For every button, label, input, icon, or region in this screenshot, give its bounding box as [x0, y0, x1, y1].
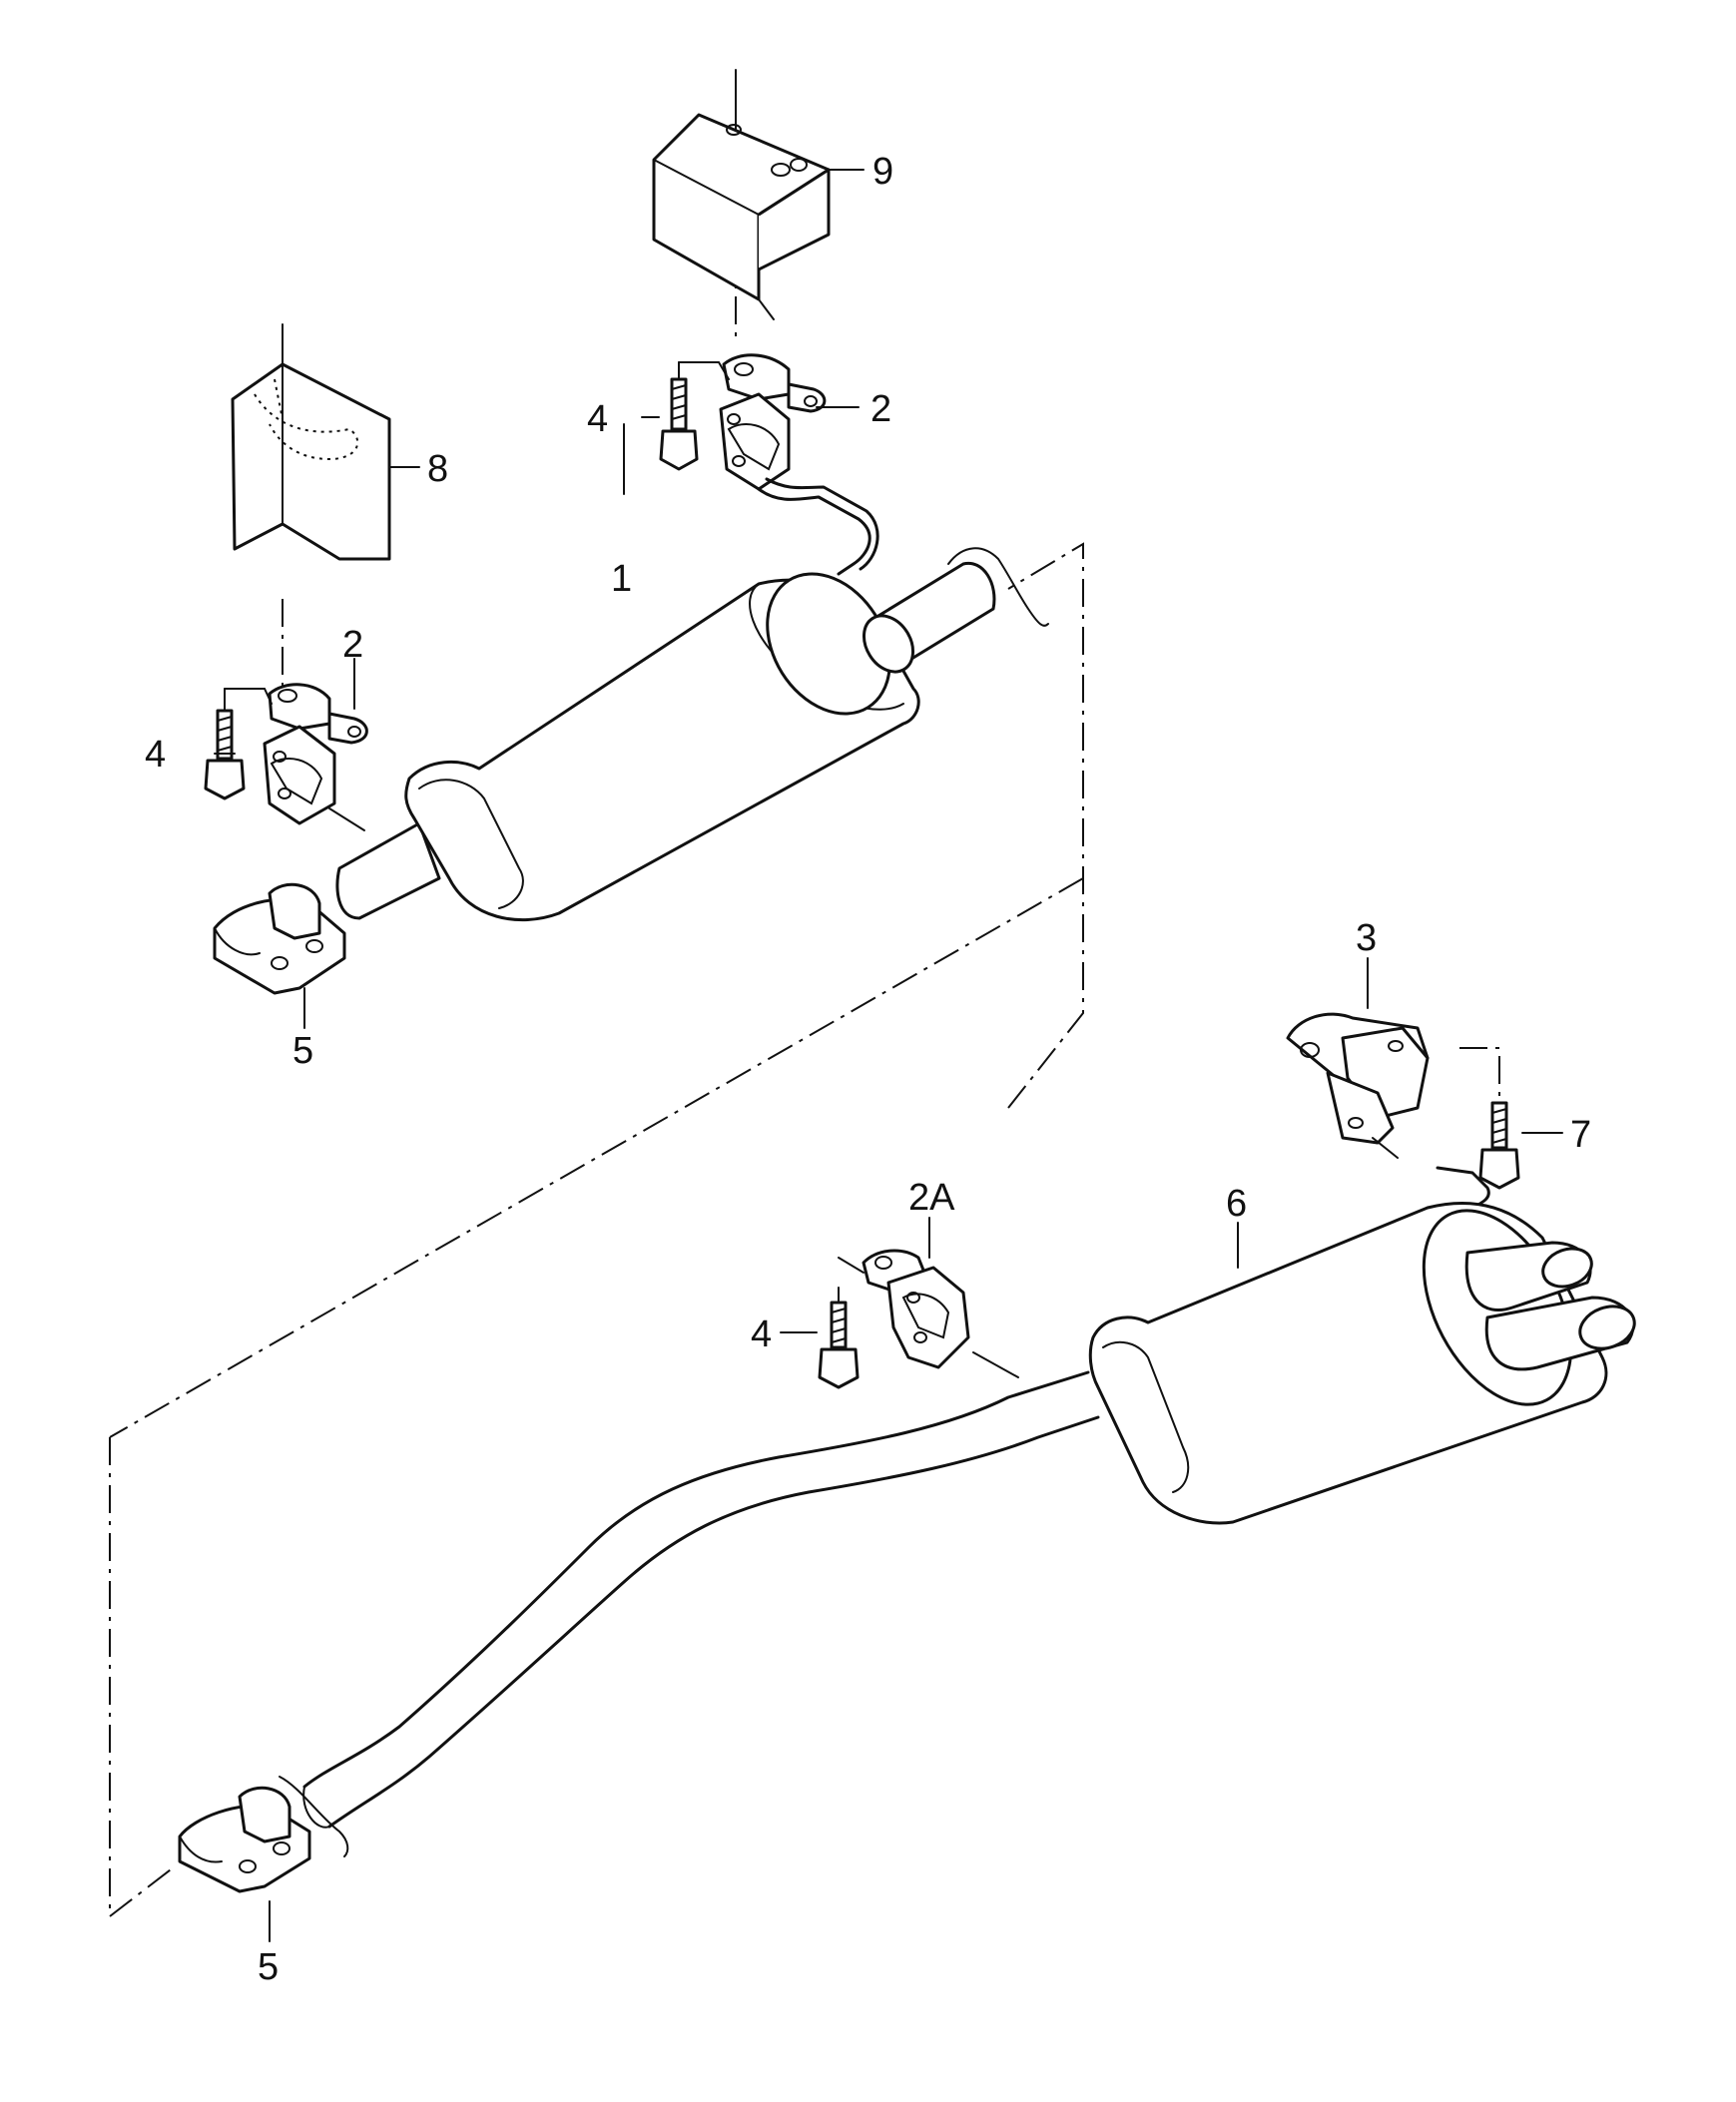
rubber-hanger-part-2-upper [678, 353, 827, 491]
clamp-part-5-bottom [178, 1786, 311, 1893]
callout-2-top: 2 [870, 388, 891, 430]
rear-hanger-bracket-part-3 [1286, 1012, 1430, 1159]
rubber-hanger-part-2-left [224, 683, 368, 825]
bolt-part-4-upper [659, 361, 699, 471]
heat-shield-part-8 [231, 323, 391, 561]
callout-5-top: 5 [292, 1030, 313, 1072]
bolt-part-7 [1478, 1101, 1520, 1190]
callout-labels: 9 2 4 8 1 2 4 5 3 7 2A 6 4 5 [145, 151, 1591, 1988]
callout-6: 6 [1226, 1183, 1247, 1225]
callout-3: 3 [1356, 917, 1377, 959]
rear-muffler-with-pipe-part-6 [279, 1202, 1636, 1857]
callout-4-left: 4 [145, 734, 166, 776]
front-muffler-part-1 [335, 547, 1049, 921]
hanger-leader-2a [972, 1351, 1019, 1378]
rubber-hanger-part-2a [838, 1249, 970, 1369]
heat-shield-bracket-part-9 [652, 69, 831, 320]
clamp-part-5-top [213, 882, 346, 995]
hanger-hook-pipe-upper [757, 487, 871, 576]
callout-4-top: 4 [587, 398, 608, 440]
hanger-leader-left [328, 807, 365, 831]
callout-5-bottom: 5 [258, 1946, 279, 1988]
callout-2a: 2A [908, 1177, 955, 1219]
callout-9: 9 [872, 151, 893, 193]
bolt-part-4-left [204, 688, 246, 800]
callout-1: 1 [611, 558, 632, 600]
bolt-part-4-bottom [818, 1287, 860, 1389]
callout-4-bottom: 4 [751, 1314, 772, 1355]
assembly-boundary-lines [109, 105, 1500, 1919]
callout-8: 8 [427, 448, 448, 490]
callout-7: 7 [1570, 1114, 1591, 1156]
callout-2-left: 2 [342, 624, 363, 666]
callout-leader-lines [214, 169, 1563, 1942]
